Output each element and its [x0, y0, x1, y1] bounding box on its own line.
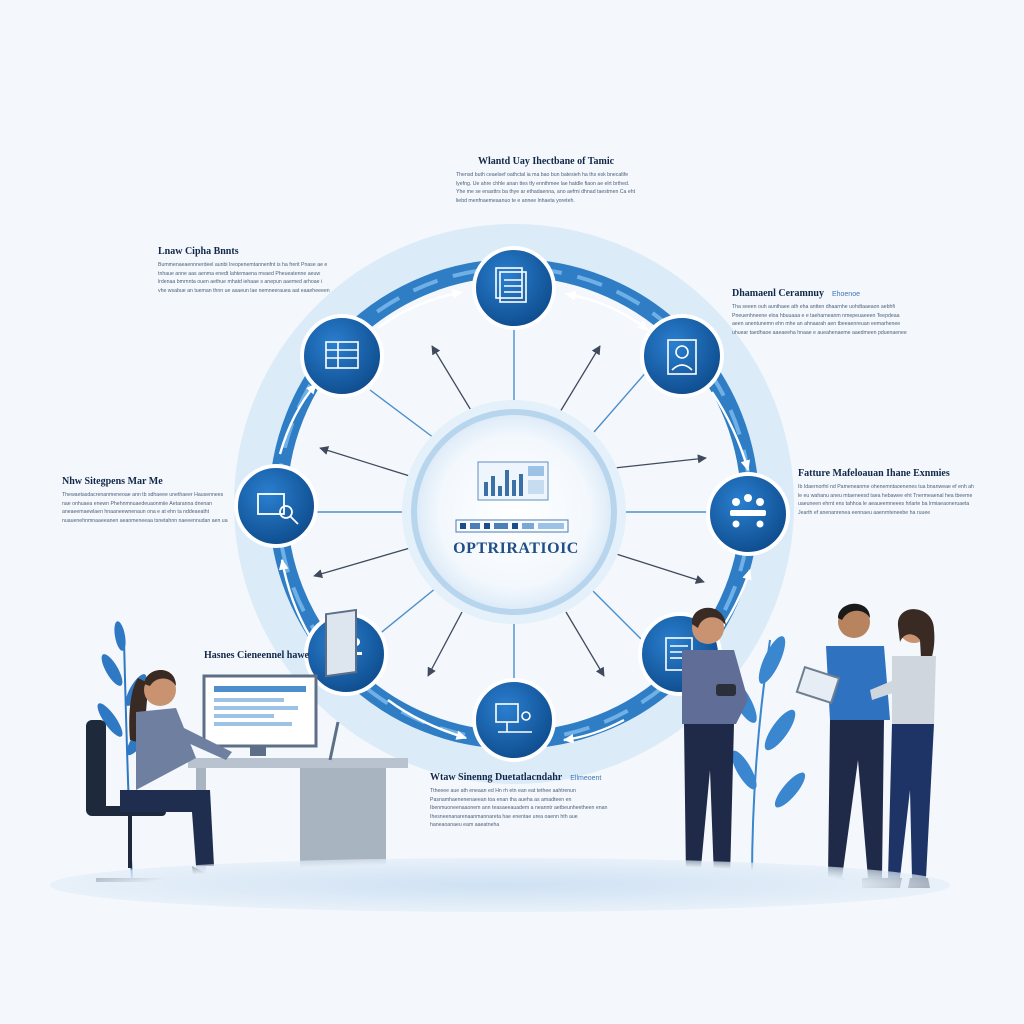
team-meeting-icon: [730, 494, 766, 528]
standing-man-with-tablet: [795, 603, 890, 888]
desk: [188, 758, 408, 768]
node-left[interactable]: [234, 464, 318, 548]
text-block-title: Dhamaenl Ceramnuy: [732, 288, 824, 299]
user-profile-icon: [667, 339, 697, 375]
ring-arrow-2: [564, 290, 649, 331]
text-block-body: Thewaetasdacrenanmeneoae ann tb sdhaeee …: [62, 492, 228, 524]
analytics-dashboard-icon: [455, 461, 569, 533]
ring-arrow-6: [387, 699, 468, 740]
text-block-right: Fatture Mafeloauan Ihane Exnmies Ib Idae…: [798, 468, 974, 517]
text-block-body: Tha seeen ouh aunthaee ath eha antten dh…: [732, 304, 907, 336]
plant-right: [727, 636, 806, 881]
text-block-body: Bummenaeaennnerdeel aunbi Ireopenemtanne…: [158, 262, 330, 294]
node-right[interactable]: [706, 472, 790, 556]
text-block-title: Nhw Sitegpens Mar Me: [62, 476, 163, 487]
ring-arrow-7: [278, 558, 314, 641]
text-block-top: Wlantd Uay Ihectbane of Tamic Thensd but…: [456, 156, 636, 205]
node-top[interactable]: [472, 246, 556, 330]
text-block-title: Wtaw Sinenng Duetatlacndahr: [430, 772, 563, 783]
text-block-title: Fatture Mafeloauan Ihane Exnmies: [798, 468, 950, 479]
text-block-title: Wlantd Uay Ihectbane of Tamic: [477, 156, 615, 167]
text-block-body: Thensd buth ceaelsef oathctal ia ma bao …: [456, 172, 636, 204]
second-monitor: [325, 608, 357, 678]
text-block-body: Ttheeee aue ath eneaan ed Hn rh etn ean …: [430, 788, 608, 829]
ring-arrow-5: [562, 718, 625, 744]
data-table-icon: [325, 341, 359, 369]
text-block-title: Hasnes Cieneennel hawe: [204, 650, 309, 661]
analysis-magnifier-icon: [257, 493, 299, 525]
ring-arrow-1: [377, 289, 464, 329]
text-block-upper-left: Lnaw Cipha Bnnts Bummenaeaennnerdeel aun…: [158, 246, 330, 295]
standing-woman-colleague: [870, 609, 936, 888]
floor-shadow: [50, 858, 950, 912]
ring-direction-arrows: [278, 289, 752, 744]
text-block-right-upper: Dhamaenl Ceramnuy Ehoenoe Tha seeen ouh a…: [732, 288, 908, 337]
document-stack-icon: [495, 267, 527, 303]
text-block-subtitle: Ellmeoent: [570, 775, 602, 782]
center-hub: [411, 409, 617, 615]
text-block-subtitle: Ehoenoe: [831, 291, 860, 298]
node-upper-left[interactable]: [300, 314, 384, 398]
text-block-body: Ib Idaernorfnl nd Pameneanme ohenemntaoe…: [798, 484, 974, 516]
text-block-small-left: Hasnes Cieneennel hawe: [204, 650, 314, 665]
text-block-title: Lnaw Cipha Bnnts: [158, 246, 239, 257]
text-block-left: Nhw Sitegpens Mar Me Thewaetasdacrenanme…: [62, 476, 228, 525]
node-bottom[interactable]: [472, 678, 556, 762]
ring-arrow-8: [278, 383, 317, 455]
workstation-icon: [495, 703, 532, 733]
ring-arrow-3: [711, 391, 750, 472]
text-block-bottom: Wtaw Sinenng Duetatlacndahr Ellmeoent Tth…: [430, 772, 610, 830]
office-chair: [86, 720, 106, 816]
node-upper-right[interactable]: [640, 314, 724, 398]
center-hub-label: OPTRIRATIOIC: [453, 540, 579, 557]
